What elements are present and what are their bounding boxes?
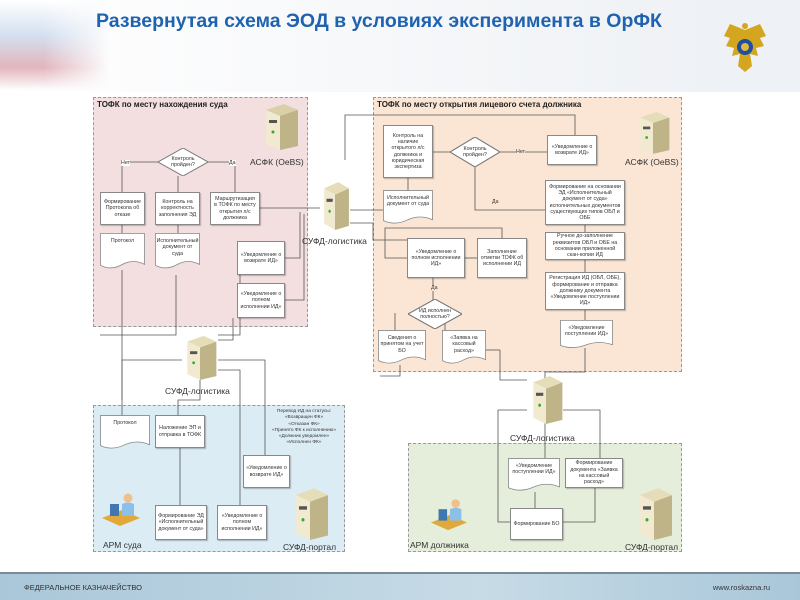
decision-diamond: Контроль пройден?	[158, 148, 208, 176]
document-shape	[560, 320, 613, 350]
yes-label: Да	[431, 285, 438, 291]
protocol-form-box: Формирование Протокола об отказе	[100, 192, 145, 225]
document-shape	[442, 330, 486, 366]
server-label: АСФК (OeBS)	[250, 157, 304, 167]
decision-text: Контроль пройден?	[463, 145, 487, 158]
return-notice-box: «Уведомление о возврате ИД»	[237, 241, 285, 275]
status-list: Перевод ИД на статусы: «Возвращен ФК» «О…	[262, 409, 346, 447]
yes-label: Да	[492, 199, 499, 205]
arm-label: АРМ должника	[410, 540, 469, 550]
user-workstation-icon	[430, 499, 468, 531]
footer: ФЕДЕРАЛЬНОЕ КАЗНАЧЕЙСТВО www.roskazna.ru	[0, 572, 800, 600]
server-icon	[533, 376, 563, 424]
document-shape	[383, 190, 433, 226]
server-label: СУФД-портал	[625, 542, 679, 552]
yes-label: Да	[229, 160, 236, 166]
no-label: Нет	[516, 149, 526, 155]
full-notice-box: «Уведомление о полном исполнении ИД»	[407, 238, 465, 278]
exec-document: Исполнительный документ от суда	[155, 233, 200, 271]
return-notice-box: «Уведомление о возврате ИД»	[547, 135, 597, 165]
decision-text: ИД исполнен полностью?	[418, 307, 452, 320]
document-shape	[100, 233, 145, 271]
user-workstation-icon	[102, 493, 140, 526]
decision-text: Контроль пройден?	[171, 155, 195, 168]
cash-request-box: Формирование документа «Заявка на кассов…	[565, 458, 623, 488]
footer-url[interactable]: www.roskazna.ru	[712, 583, 770, 592]
server-label: СУФД-логистика	[510, 433, 575, 443]
full-notice-box: «Уведомление о полном исполнении ИД»	[217, 505, 267, 540]
status-item: «Исполнен ФК»	[286, 440, 322, 446]
server-icon	[296, 488, 328, 540]
receipt-notice-document: «Уведомление поступлении ИД»	[508, 458, 560, 493]
document-shape	[378, 330, 426, 366]
arm-label: АРМ суда	[103, 540, 142, 550]
form-docs-box: Формирование на основании ЭД «Исполнител…	[545, 180, 625, 225]
routing-box: Маршрутизация в ТОФК по месту открытия л…	[210, 192, 260, 225]
region-debtor-tofk: ТОФК по месту открытия лицевого счета до…	[373, 97, 682, 372]
flag-decoration	[0, 0, 110, 90]
receipt-notice-document: «Уведомление поступлении ИД»	[560, 320, 613, 350]
status-item: «Принято ФК к исполнению»	[271, 427, 336, 433]
server-icon	[324, 182, 349, 230]
server-icon	[187, 335, 217, 380]
doc-text: «Уведомление поступлении ИД»	[512, 463, 556, 476]
protocol-document: Протокол	[100, 415, 150, 451]
register-box: Регистрация ИД (ОБЛ, ОБЕ), формирование …	[545, 272, 625, 310]
doc-text: Протокол	[113, 420, 137, 426]
doc-text: Сведения о принятом на учет БО	[380, 335, 424, 354]
region-title: ТОФК по месту нахождения суда	[97, 100, 228, 109]
status-item: «Должник уведомлен»	[278, 434, 330, 440]
document-shape	[100, 415, 150, 451]
status-item: «Отказан ФК»	[288, 421, 320, 427]
document-shape	[155, 233, 200, 271]
decision-diamond: ИД исполнен полностью?	[408, 299, 462, 329]
footer-org: ФЕДЕРАЛЬНОЕ КАЗНАЧЕЙСТВО	[24, 583, 143, 592]
doc-text: Исполнительный документ от суда	[156, 238, 199, 257]
server-label: СУФД-логистика	[165, 386, 230, 396]
mark-box: Заполнение отметки ТОФК об исполнении ИД	[477, 238, 527, 278]
exec-document: Исполнительный документ от суда	[383, 190, 433, 226]
check-box: Контроль на наличие открытого л/с должни…	[383, 125, 433, 178]
server-icon	[266, 104, 298, 150]
full-notice-box: «Уведомление о полном исполнении ИД»	[237, 283, 285, 318]
no-label: Нет	[121, 160, 131, 166]
doc-text: «Заявка на кассовый расход»	[450, 335, 478, 354]
doc-text: «Уведомление поступлении ИД»	[564, 325, 609, 338]
cash-request-document: «Заявка на кассовый расход»	[442, 330, 486, 366]
server-label: АСФК (OeBS)	[625, 157, 679, 167]
page-title: Развернутая схема ЭОД в условиях экспери…	[96, 10, 662, 32]
region-title: ТОФК по месту открытия лицевого счета до…	[377, 100, 582, 109]
protocol-document: Протокол	[100, 233, 145, 271]
header-background	[0, 0, 800, 92]
server-icon	[640, 112, 670, 154]
server-label: СУФД-логистика	[302, 236, 367, 246]
control-box: Контроль на корректность заполнения ЭД	[155, 192, 200, 225]
manual-fill-box: Ручное до-заполнение реквизитов ОБЛ и ОБ…	[545, 232, 625, 260]
treasury-emblem-icon	[724, 23, 766, 72]
server-icon	[640, 488, 672, 540]
doc-text: Исполнительный документ от суда	[386, 195, 430, 208]
server-label: СУФД-портал	[283, 542, 337, 552]
decision-diamond: Контроль пройден?	[450, 137, 500, 167]
doc-text: Протокол	[110, 238, 135, 244]
form-ed-box: Формирование ЭД «Исполнительный документ…	[155, 505, 207, 540]
document-shape	[508, 458, 560, 493]
form-bo-box: Формирование БО	[510, 508, 563, 540]
status-item: «Возвращен ФК»	[284, 415, 324, 421]
sign-box: Наложение ЭП и отправка в ТОФК	[155, 415, 205, 448]
status-item: Перевод ИД на статусы:	[276, 409, 332, 414]
return-notice-box: «Уведомление о возврате ИД»	[243, 455, 290, 488]
bo-info-document: Сведения о принятом на учет БО	[378, 330, 426, 366]
